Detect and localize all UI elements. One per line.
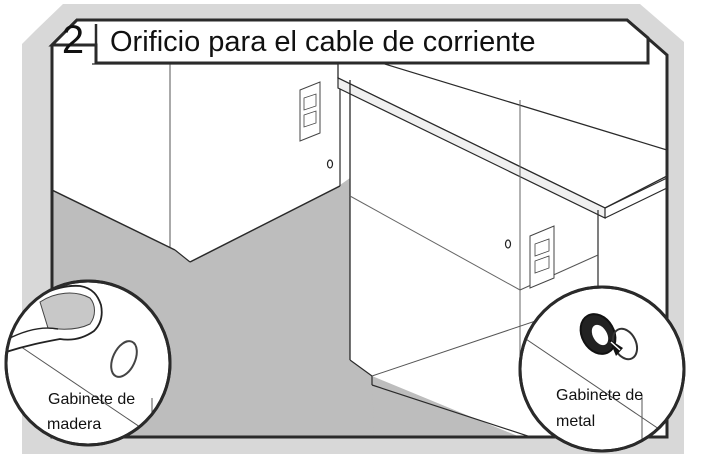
wood-callout xyxy=(4,279,172,447)
cabinet-side xyxy=(349,80,599,437)
wood-callout-label-line2: madera xyxy=(47,416,102,433)
wood-hole xyxy=(110,340,138,378)
outlet-lower xyxy=(529,225,555,289)
hole-upper xyxy=(326,159,334,169)
step-number: 2 xyxy=(61,18,85,62)
step-title: Orificio para el cable de corriente xyxy=(110,26,536,58)
wood-callout-label-line1: Gabinete de xyxy=(48,391,136,408)
outlet-upper xyxy=(299,81,321,142)
metal-callout-label-line1: Gabinete de xyxy=(556,387,644,404)
metal-callout-label-line2: metal xyxy=(556,413,596,430)
hole-lower xyxy=(504,239,512,249)
